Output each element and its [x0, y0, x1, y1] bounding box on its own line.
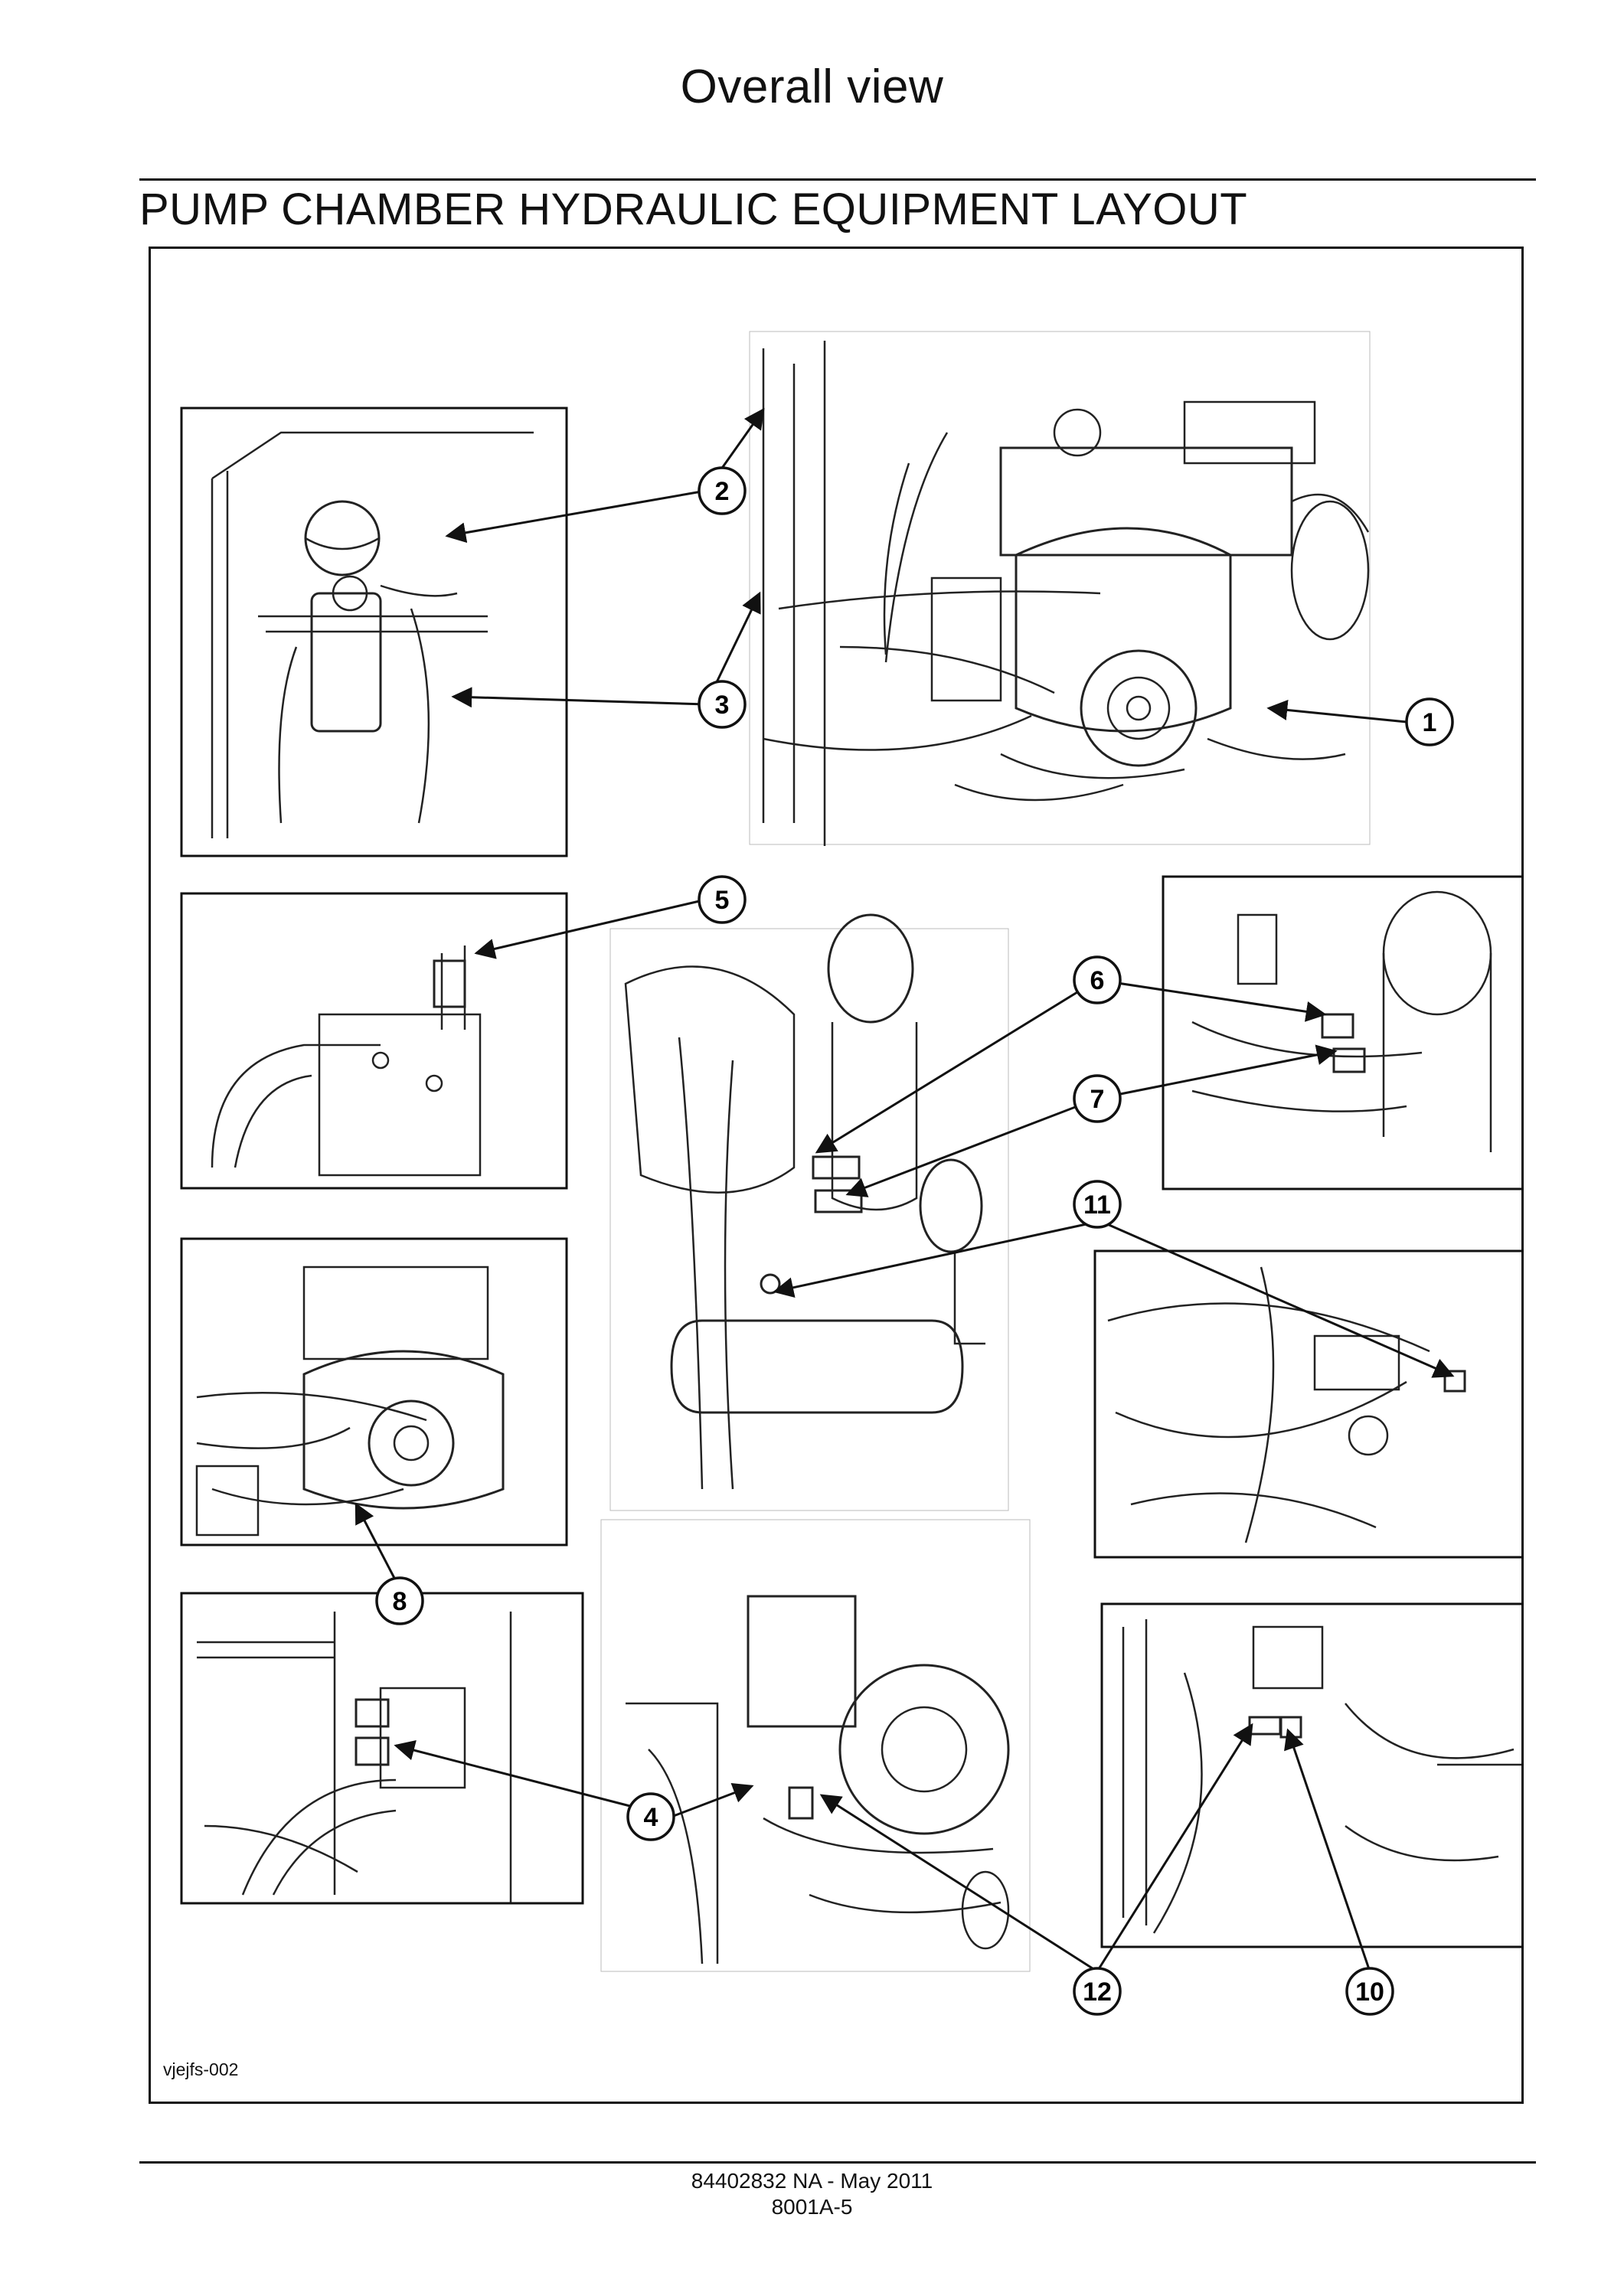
callout-10-label: 10 — [1355, 1978, 1384, 2007]
callout-12: 12 — [1073, 1967, 1122, 2016]
callout-8-label: 8 — [393, 1587, 407, 1616]
leader-lines — [355, 407, 1455, 1973]
filter-inset-4 — [180, 1592, 584, 1905]
accumulator-inset — [180, 407, 568, 857]
callout-4-label: 4 — [644, 1803, 658, 1832]
callout-12-label: 12 — [1083, 1978, 1112, 2007]
top-rule — [139, 178, 1536, 181]
bottom-rule — [139, 2161, 1536, 2164]
figure-drawing: 1 2 3 4 5 6 7 8 — [180, 331, 1521, 2016]
hydraulic-layout-figure: 1 2 3 4 5 6 7 8 — [149, 247, 1524, 2104]
valve-inset-10-12 — [1100, 1602, 1521, 1948]
callout-3-label: 3 — [715, 691, 730, 720]
filter-inset-6-7 — [1162, 875, 1521, 1190]
section-title: Overall view — [680, 60, 944, 113]
callout-5: 5 — [698, 875, 747, 924]
callout-8: 8 — [375, 1576, 424, 1625]
callout-6-label: 6 — [1090, 966, 1105, 995]
figure-id-label: vjejfs-002 — [163, 2059, 239, 2079]
callout-7-label: 7 — [1090, 1085, 1105, 1114]
callout-2: 2 — [698, 466, 747, 515]
callout-10: 10 — [1345, 1967, 1394, 2016]
main-pump-view — [749, 331, 1371, 846]
callout-1-label: 1 — [1423, 708, 1437, 737]
valve-inset-5 — [180, 892, 568, 1190]
filter-block-view — [609, 913, 1009, 1511]
callout-2-label: 2 — [715, 477, 730, 506]
page-heading: PUMP CHAMBER HYDRAULIC EQUIPMENT LAYOUT — [139, 185, 1248, 234]
callout-11-label: 11 — [1083, 1190, 1111, 1220]
document-number: 84402832 NA - May 2011 — [691, 2169, 933, 2193]
callout-7: 7 — [1073, 1074, 1122, 1123]
callout-11: 11 — [1073, 1180, 1122, 1229]
page-reference: 8001A-5 — [771, 2195, 853, 2219]
pump-inset-8 — [180, 1237, 568, 1546]
callout-4: 4 — [626, 1792, 675, 1841]
callout-5-label: 5 — [715, 886, 730, 915]
pump-block-view — [600, 1519, 1031, 1972]
footer: 84402832 NA - May 2011 8001A-5 — [0, 2168, 1624, 2220]
callout-6: 6 — [1073, 955, 1122, 1004]
callout-3: 3 — [698, 680, 747, 729]
hoses-inset-11 — [1093, 1249, 1521, 1559]
callout-1: 1 — [1405, 697, 1454, 746]
